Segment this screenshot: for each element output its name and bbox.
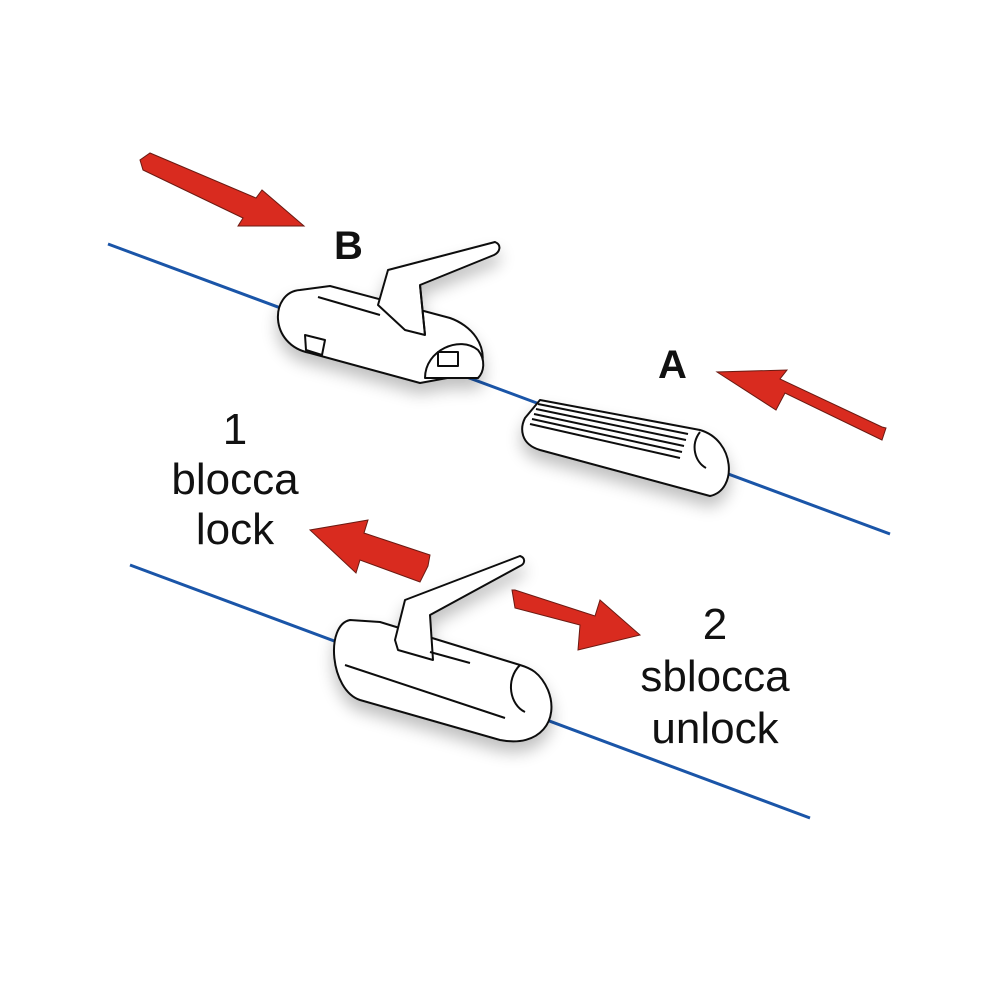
label-a: A xyxy=(658,343,687,387)
step2-number: 2 xyxy=(702,600,728,649)
arrow-to-b xyxy=(139,152,306,227)
step1-label-it: blocca xyxy=(171,455,299,504)
component-a xyxy=(521,399,730,497)
arrow-to-a xyxy=(715,369,887,441)
component-assembled xyxy=(333,555,553,743)
label-b: B xyxy=(334,224,363,268)
step1-label-en: lock xyxy=(195,505,275,554)
step2-label-it: sblocca xyxy=(640,652,790,701)
line-top xyxy=(107,242,891,536)
step2-label-en: unlock xyxy=(651,704,779,753)
component-b xyxy=(277,241,501,384)
step1-number: 1 xyxy=(222,405,248,454)
arrow-lock xyxy=(308,519,431,583)
arrow-unlock xyxy=(511,589,642,651)
